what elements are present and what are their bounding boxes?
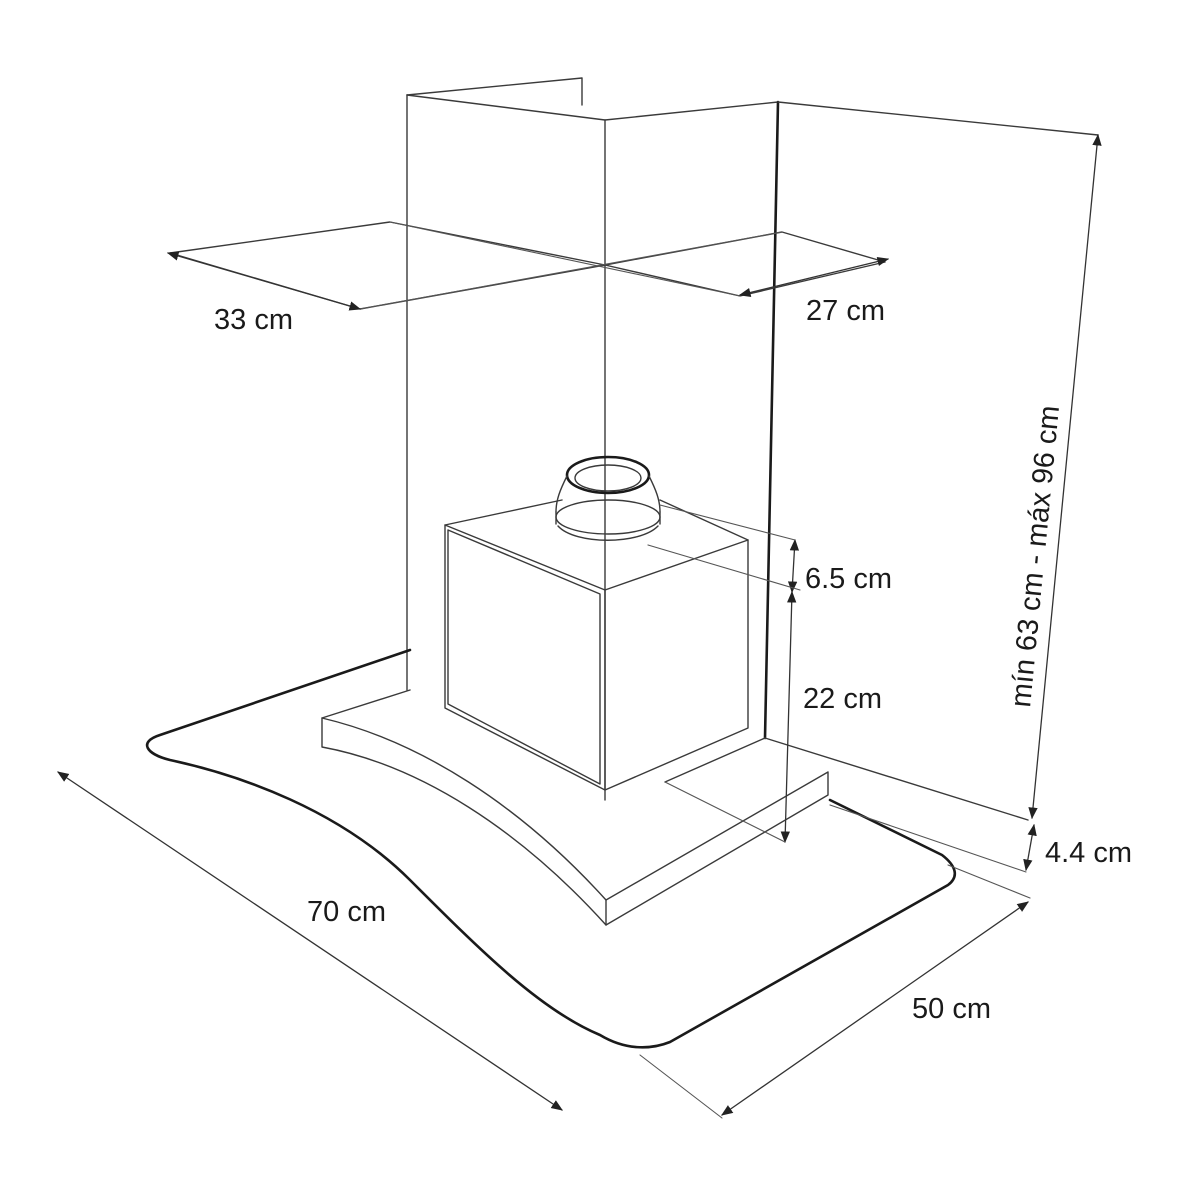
motor-box bbox=[444, 499, 749, 791]
label-70cm: 70 cm bbox=[307, 896, 386, 928]
label-6-5cm: 6.5 cm bbox=[805, 563, 892, 595]
top-section-plane bbox=[169, 221, 886, 310]
label-4-4cm: 4.4 cm bbox=[1045, 837, 1132, 869]
chimney-column bbox=[406, 77, 1099, 821]
label-50cm: 50 cm bbox=[912, 993, 991, 1025]
label-27cm: 27 cm bbox=[806, 295, 885, 327]
label-33cm: 33 cm bbox=[214, 304, 293, 336]
hood-body bbox=[321, 689, 829, 926]
exhaust-outlet bbox=[555, 455, 661, 541]
label-22cm: 22 cm bbox=[803, 683, 882, 715]
dimension-lines bbox=[57, 133, 1102, 1119]
